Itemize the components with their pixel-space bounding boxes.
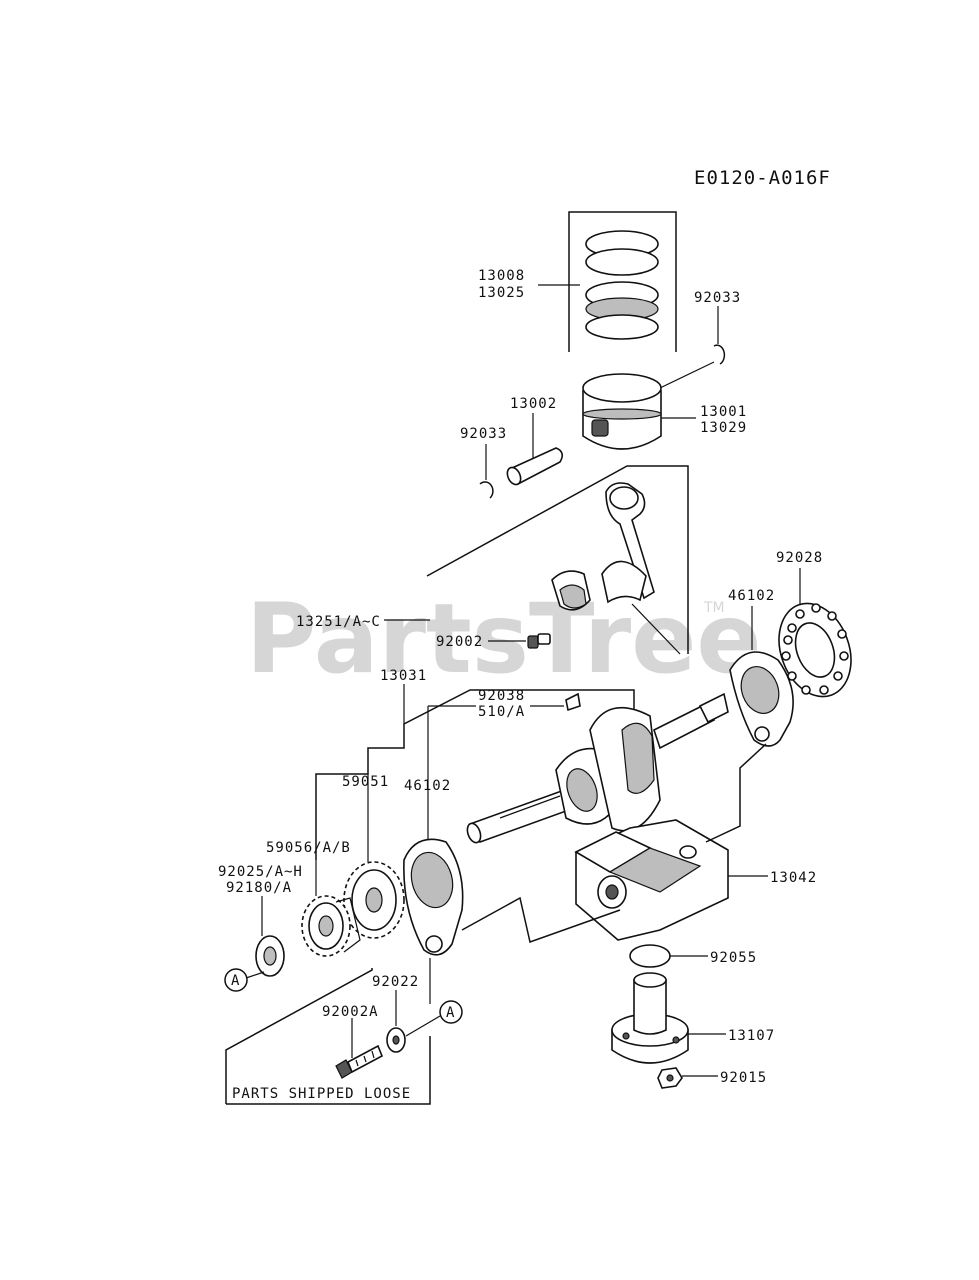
piston-rings-icon bbox=[585, 230, 659, 340]
balancer-left-icon bbox=[403, 838, 464, 956]
watermark-tm: TM bbox=[703, 600, 725, 616]
label-crank: 13031 bbox=[380, 668, 427, 684]
bolt-icon bbox=[335, 1044, 384, 1079]
connecting-rod-group: 13251/A~C bbox=[296, 482, 681, 655]
washer-left-icon bbox=[255, 935, 285, 977]
balancer-right-icon bbox=[729, 651, 794, 747]
piston-rings-group: 13008 13025 bbox=[478, 211, 677, 352]
key-icon bbox=[565, 692, 581, 712]
label-rings-2: 13025 bbox=[478, 285, 525, 301]
label-oring: 92055 bbox=[710, 950, 757, 966]
washer-small-icon bbox=[386, 1027, 406, 1053]
washer-left-group: 92025/A~H 92180/A A bbox=[218, 864, 303, 992]
rod-bolt-icon bbox=[527, 633, 551, 649]
gear-big-icon bbox=[343, 861, 405, 939]
gear-small-icon bbox=[301, 895, 361, 957]
callout-a-right-text: A bbox=[446, 1005, 455, 1021]
label-bolt: 92002A bbox=[322, 1004, 379, 1020]
oring-icon bbox=[629, 944, 671, 968]
gear-small-group: 59056/A/B bbox=[266, 840, 361, 957]
circlip-left-icon bbox=[479, 481, 494, 499]
shaft-icon bbox=[611, 972, 689, 1064]
oring-group: 92055 bbox=[629, 944, 757, 968]
loose-box-left bbox=[225, 968, 373, 1104]
label-shaft: 13107 bbox=[728, 1028, 775, 1044]
loose-caption: PARTS SHIPPED LOOSE bbox=[232, 1086, 411, 1102]
crankcase-link bbox=[705, 743, 767, 843]
label-key-1: 92038 bbox=[478, 688, 525, 704]
label-plate-right-id: 92028 bbox=[776, 550, 823, 566]
label-washer-2: 92180/A bbox=[226, 880, 292, 896]
label-piston-2: 13029 bbox=[700, 420, 747, 436]
nut-group: 92015 bbox=[657, 1067, 767, 1089]
label-rod: 13251/A~C bbox=[296, 614, 381, 630]
label-rod-bolt: 92002 bbox=[436, 634, 483, 650]
piston-pin-icon bbox=[506, 447, 564, 486]
label-washer-1: 92025/A~H bbox=[218, 864, 303, 880]
crank-bracket bbox=[315, 689, 635, 860]
label-nut: 92015 bbox=[720, 1070, 767, 1086]
crankcase-icon bbox=[574, 819, 729, 941]
callout-a-left-text: A bbox=[231, 973, 240, 989]
balancer-left-group: 46102 bbox=[403, 706, 464, 956]
label-gear-big: 59051 bbox=[342, 774, 389, 790]
label-rings-1: 13008 bbox=[478, 268, 525, 284]
crankcase-group: 13042 bbox=[461, 743, 817, 943]
shipped-loose-group: PARTS SHIPPED LOOSE 92022 A 92002A bbox=[225, 958, 463, 1105]
circlip-icon bbox=[713, 344, 726, 365]
thrust-plate-group: 92028 bbox=[776, 550, 852, 698]
rod-bolt-group: 92002 bbox=[436, 633, 551, 650]
label-clip-left: 92033 bbox=[460, 426, 507, 442]
thrust-plate-icon bbox=[778, 602, 852, 698]
woodruff-key-group: 92038 510/A bbox=[428, 688, 581, 720]
label-pin: 13002 bbox=[510, 396, 557, 412]
label-washer2: 92022 bbox=[372, 974, 419, 990]
balancer-right-group: 46102 bbox=[728, 588, 794, 747]
label-plate-left: 46102 bbox=[404, 778, 451, 794]
piston-group: 13001 13029 bbox=[582, 373, 747, 450]
label-piston-1: 13001 bbox=[700, 404, 747, 420]
label-key-2: 510/A bbox=[478, 704, 525, 720]
loose-box-bottom bbox=[226, 1036, 431, 1105]
piston-pin-group: 13002 bbox=[506, 396, 564, 486]
shaft-group: 13107 bbox=[611, 972, 775, 1064]
watermark: PartsTree bbox=[246, 583, 761, 695]
label-clip-right: 92033 bbox=[694, 290, 741, 306]
gear-big-group: 59051 bbox=[342, 774, 405, 939]
piston-icon bbox=[582, 373, 662, 450]
label-case: 13042 bbox=[770, 870, 817, 886]
callout-a-right bbox=[439, 1000, 463, 1024]
rod-bracket bbox=[426, 465, 689, 654]
circlip-right-group: 92033 bbox=[659, 290, 741, 389]
connecting-rod-icon bbox=[551, 482, 681, 655]
crank-seat-link bbox=[461, 896, 621, 943]
circlip-left-group: 92033 bbox=[460, 426, 507, 499]
diagram-code: E0120-A016F bbox=[694, 167, 831, 189]
callout-a-left bbox=[224, 968, 248, 992]
label-plate-right: 46102 bbox=[728, 588, 775, 604]
label-gear-small: 59056/A/B bbox=[266, 840, 351, 856]
nut-icon bbox=[657, 1067, 683, 1089]
